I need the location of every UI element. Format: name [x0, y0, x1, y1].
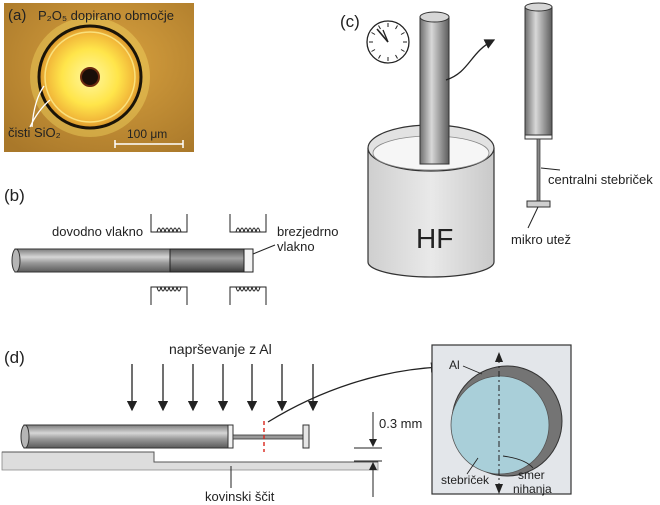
inset-label-direction-2: nihanja	[513, 482, 552, 496]
micro-weight	[526, 200, 551, 208]
pointer-direction	[502, 455, 534, 469]
resulting-fiber	[524, 6, 553, 136]
axis-arrow-bottom	[495, 484, 503, 494]
panel-a: (a) P₂O₅ dopirano območje čisti SiO₂ 100…	[4, 3, 194, 152]
inset-arrow	[267, 362, 442, 423]
resulting-fiber-bottom	[524, 134, 553, 140]
height-dimension	[354, 412, 382, 497]
arc-electrodes-bottom	[150, 286, 267, 305]
coreless-fiber-tip	[243, 248, 254, 273]
label-lead-fiber: dovodno vlakno	[52, 224, 143, 239]
label-doped-region: P₂O₅ dopirano območje	[38, 8, 174, 23]
fiber-core-hole	[80, 67, 100, 87]
pointer-al	[462, 365, 483, 375]
resulting-fiber-top	[524, 2, 553, 12]
panel-d: (d) naprševanje z Al 0.3 mm	[1, 341, 572, 504]
pointer-pure-2	[31, 85, 45, 128]
metal-shield-edge	[2, 451, 378, 463]
pointer-pure-1	[29, 99, 51, 128]
label-micro-weight: mikro utež	[511, 232, 571, 247]
pointer-coreless	[252, 244, 276, 255]
label-metal-shield: kovinski ščit	[205, 489, 275, 504]
sputter-arrows	[126, 364, 319, 412]
horizontal-weight	[302, 424, 310, 449]
inset-label-direction-1: smer	[518, 468, 545, 482]
label-central-post: centralni stebriček	[548, 172, 653, 187]
panel-a-letter: (a)	[8, 7, 26, 24]
pointer-weight	[527, 206, 539, 229]
label-coreless-1: brezjedrno	[277, 224, 338, 239]
process-arrow	[445, 39, 496, 81]
lead-fiber	[14, 248, 171, 273]
horizontal-fiber-tip	[227, 424, 234, 449]
etched-fiber	[419, 16, 450, 165]
central-post	[536, 138, 541, 202]
metal-shield	[1, 451, 379, 471]
pointer-post-inset	[466, 457, 479, 475]
doped-ring	[44, 31, 136, 123]
lead-fiber-end	[11, 248, 21, 273]
panel-c-letter: (c)	[340, 12, 360, 31]
panel-b-letter: (b)	[4, 186, 25, 205]
label-sputtering: naprševanje z Al	[169, 341, 272, 357]
horizontal-post	[232, 434, 304, 440]
hf-beaker	[367, 148, 495, 278]
panel-b: (b) dovodno vlakno brezjedrno vlakno	[4, 186, 338, 305]
inset-label-post: stebriček	[441, 473, 490, 487]
panel-c: (c) HF	[340, 2, 653, 278]
label-height: 0.3 mm	[379, 416, 422, 431]
post-cross-section	[450, 375, 550, 475]
inset-label-al: Al	[449, 358, 460, 372]
etched-fiber-top	[419, 11, 450, 23]
arc-electrodes-top	[150, 214, 267, 233]
horizontal-fiber	[23, 424, 229, 449]
axis-arrow-top	[495, 352, 503, 362]
label-pure-silica: čisti SiO₂	[8, 125, 61, 140]
scale-bar-label: 100 μm	[127, 127, 167, 141]
label-hf: HF	[416, 223, 453, 254]
horizontal-fiber-end	[20, 424, 30, 449]
panel-d-letter: (d)	[4, 348, 25, 367]
label-coreless-2: vlakno	[277, 239, 315, 254]
pointer-post	[540, 167, 561, 171]
clock-icon	[366, 20, 410, 64]
coreless-fiber	[169, 248, 245, 273]
